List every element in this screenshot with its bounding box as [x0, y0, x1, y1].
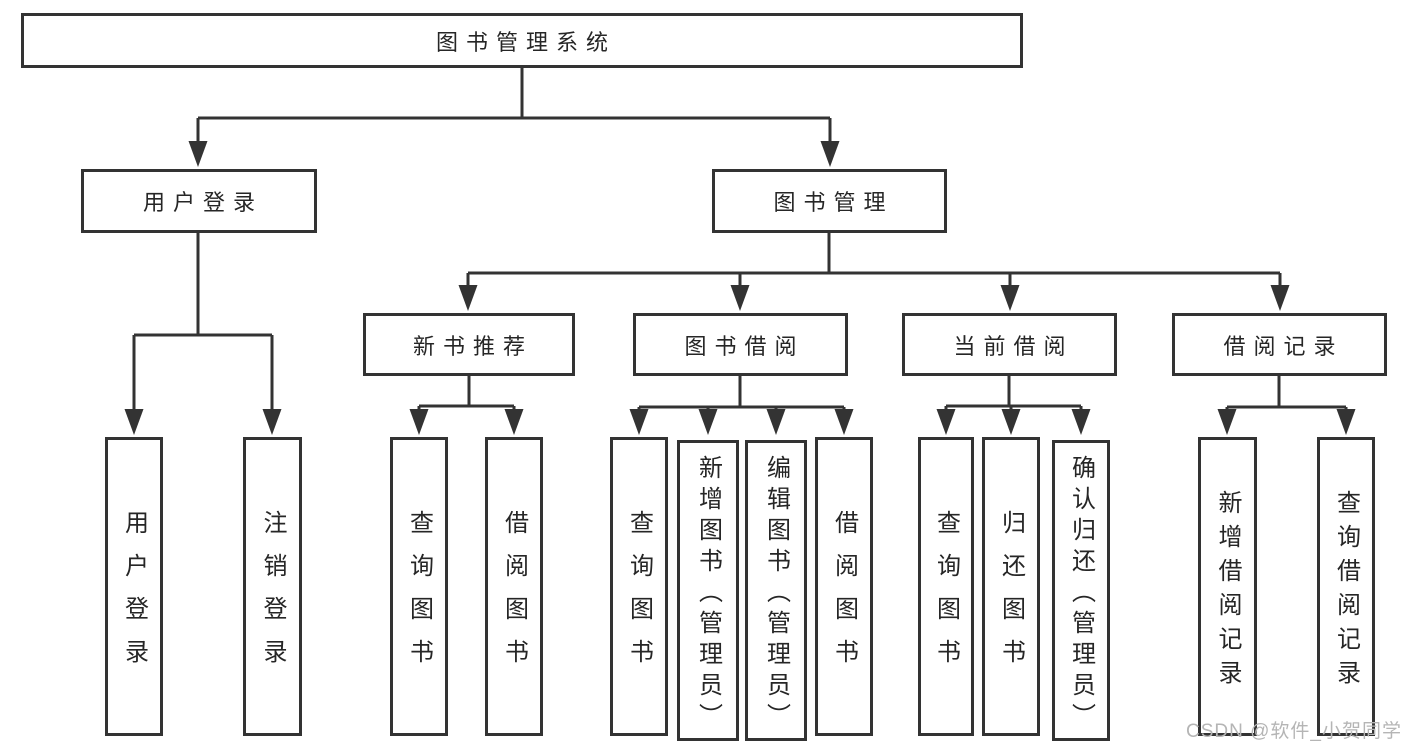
- leaf-return-books: 归还图书: [982, 437, 1040, 736]
- leaf-query-books-borrow: 查询图书: [610, 437, 668, 736]
- leaf-query-books-borrow-label: 查询图书: [625, 510, 653, 682]
- leaf-query-books-recommend: 查询图书: [390, 437, 448, 736]
- node-new-book-recommend: 新书推荐: [363, 313, 575, 376]
- leaf-add-book-admin-label: 新增图书（管理员）: [694, 454, 722, 734]
- node-user-login: 用户登录: [81, 169, 317, 233]
- leaf-query-books-current: 查询图书: [918, 437, 974, 736]
- leaf-user-login: 用户登录: [105, 437, 163, 736]
- leaf-query-books-current-label: 查询图书: [932, 510, 960, 682]
- leaf-add-book-admin: 新增图书（管理员）: [677, 440, 739, 741]
- node-new-book-recommend-label: 新书推荐: [412, 333, 533, 359]
- leaf-borrow-books-borrow-label: 借阅图书: [830, 510, 858, 682]
- arrowhead-icons: [124, 141, 1356, 435]
- leaf-confirm-return-admin-label: 确认归还（管理员）: [1067, 454, 1095, 734]
- leaf-borrow-books-recommend-label: 借阅图书: [500, 510, 528, 682]
- node-root-label: 图书管理系统: [435, 29, 616, 55]
- node-book-borrow-label: 图书借阅: [684, 333, 805, 359]
- node-book-borrow: 图书借阅: [633, 313, 848, 376]
- leaf-user-login-label: 用户登录: [120, 510, 148, 682]
- node-book-management-label: 图书管理: [773, 190, 894, 215]
- leaf-logout-label: 注销登录: [259, 510, 286, 682]
- leaf-edit-book-admin: 编辑图书（管理员）: [745, 440, 807, 741]
- leaf-query-borrow-record: 查询借阅记录: [1317, 437, 1375, 736]
- node-borrow-records: 借阅记录: [1172, 313, 1387, 376]
- leaf-confirm-return-admin: 确认归还（管理员）: [1052, 440, 1110, 741]
- node-root: 图书管理系统: [21, 13, 1023, 68]
- leaf-borrow-books-borrow: 借阅图书: [815, 437, 873, 736]
- node-user-login-label: 用户登录: [142, 190, 263, 215]
- watermark: CSDN @软件_小贺同学: [1186, 721, 1402, 742]
- leaf-query-books-recommend-label: 查询图书: [405, 510, 433, 682]
- leaf-logout: 注销登录: [243, 437, 302, 736]
- node-current-borrow-label: 当前借阅: [953, 333, 1074, 359]
- leaf-edit-book-admin-label: 编辑图书（管理员）: [762, 454, 790, 734]
- node-current-borrow: 当前借阅: [902, 313, 1117, 376]
- node-borrow-records-label: 借阅记录: [1223, 333, 1344, 359]
- node-book-management: 图书管理: [712, 169, 947, 233]
- leaf-add-borrow-record-label: 新增借阅记录: [1214, 489, 1241, 694]
- leaf-borrow-books-recommend: 借阅图书: [485, 437, 543, 736]
- leaf-query-borrow-record-label: 查询借阅记录: [1332, 489, 1360, 694]
- leaf-add-borrow-record: 新增借阅记录: [1198, 437, 1257, 736]
- leaf-return-books-label: 归还图书: [997, 510, 1025, 682]
